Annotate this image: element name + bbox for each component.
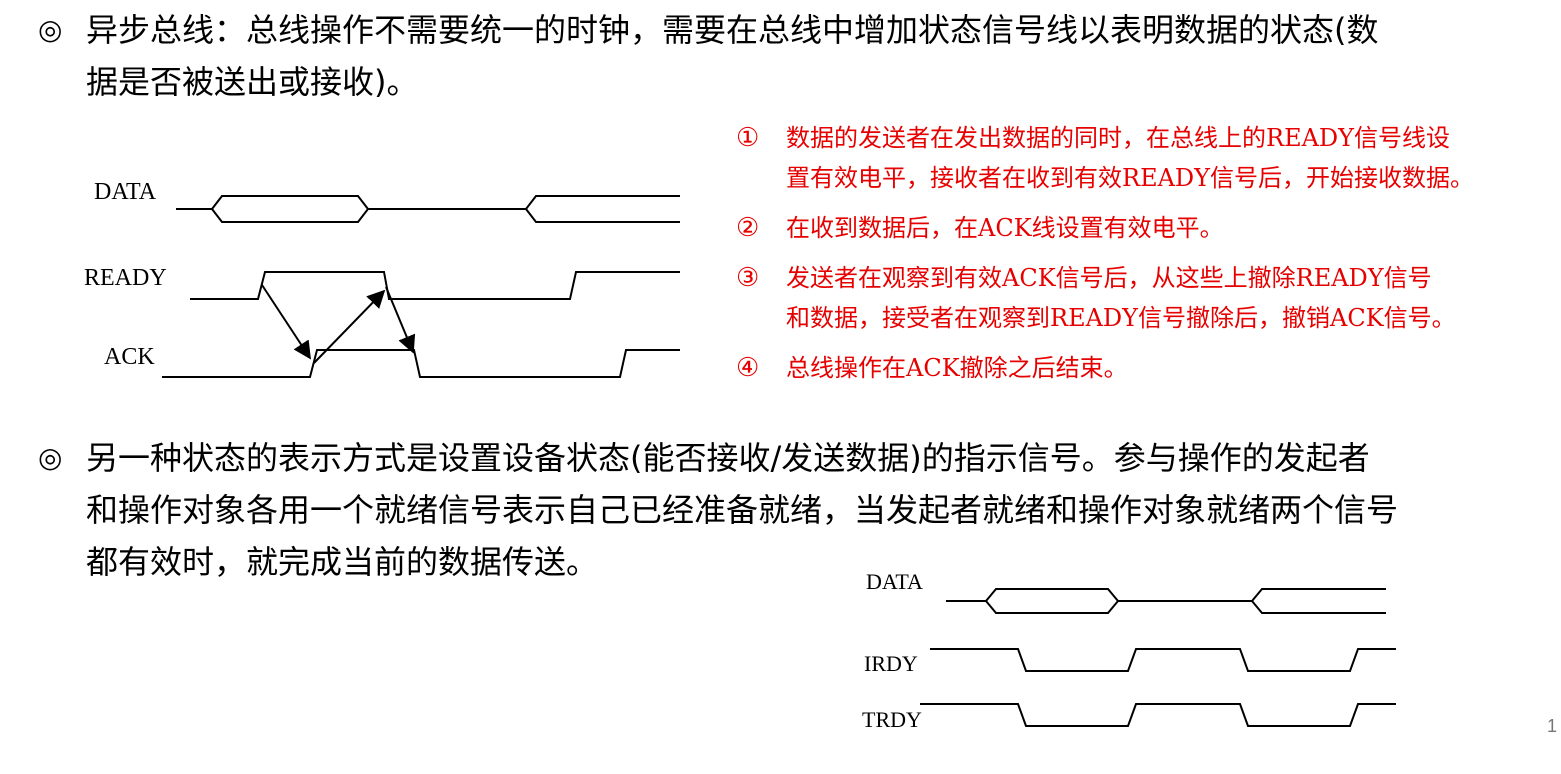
paragraph-line: 据是否被送出或接收)。 bbox=[86, 63, 419, 101]
step-number: ④ bbox=[736, 353, 760, 383]
data-waveform-lower bbox=[985, 600, 1386, 614]
signal-label-ack: ACK bbox=[104, 344, 155, 370]
step-number: ③ bbox=[736, 263, 760, 293]
signal-label-irdy: IRDY bbox=[864, 651, 918, 676]
handshake-timing-diagram: DATA READY ACK bbox=[84, 179, 680, 378]
signal-label-data: DATA bbox=[866, 569, 923, 594]
async-bus-text: 异步总线：总线操作不需要统一的时钟，需要在总线中增加状态信号线以表明数据的状态(… bbox=[86, 4, 1516, 108]
step-line: 发送者在观察到有效ACK信号后，从这些上撤除READY信号 bbox=[786, 264, 1432, 292]
step-line: 和数据，接受者在观察到READY信号撤除后，撤销ACK信号。 bbox=[786, 304, 1456, 332]
step-item: ① 数据的发送者在发出数据的同时，在总线上的READY信号线设 置有效电平，接收… bbox=[736, 118, 1561, 198]
ready-signal-paragraph: ◎ 另一种状态的表示方式是设置设备状态(能否接收/发送数据)的指示信号。参与操作… bbox=[38, 432, 1528, 602]
ready-timing-diagram: DATA IRDY TRDY bbox=[862, 569, 1396, 732]
bullet-icon: ◎ bbox=[38, 13, 63, 46]
data-waveform bbox=[946, 588, 1386, 602]
handshake-steps: ① 数据的发送者在发出数据的同时，在总线上的READY信号线设 置有效电平，接收… bbox=[736, 118, 1561, 398]
data-waveform-lower bbox=[211, 208, 680, 223]
trdy-waveform bbox=[920, 703, 1396, 727]
page-number: 1 bbox=[1546, 716, 1557, 736]
ready-to-ack-arrow bbox=[261, 284, 311, 360]
ready-waveform bbox=[190, 271, 680, 300]
paragraph-line: 另一种状态的表示方式是设置设备状态(能否接收/发送数据)的指示信号。参与操作的发… bbox=[86, 439, 1370, 477]
step-item: ② 在收到数据后，在ACK线设置有效电平。 bbox=[736, 208, 1561, 248]
step-line: 在收到数据后，在ACK线设置有效电平。 bbox=[786, 214, 1224, 242]
step-number: ② bbox=[736, 213, 760, 243]
ack-waveform bbox=[162, 349, 680, 378]
signal-label-trdy: TRDY bbox=[862, 707, 922, 732]
signal-label-ready: READY bbox=[84, 265, 167, 291]
data-waveform bbox=[176, 195, 680, 210]
step-line: 总线操作在ACK撤除之后结束。 bbox=[786, 354, 1128, 382]
step-item: ③ 发送者在观察到有效ACK信号后，从这些上撤除READY信号 和数据，接受者在… bbox=[736, 258, 1561, 338]
bullet-icon: ◎ bbox=[38, 441, 63, 474]
step-line: 置有效电平，接收者在收到有效READY信号后，开始接收数据。 bbox=[786, 164, 1475, 192]
paragraph-line: 和操作对象各用一个就绪信号表示自己已经准备就绪，当发起者就绪和操作对象就绪两个信… bbox=[86, 491, 1399, 529]
step-line: 数据的发送者在发出数据的同时，在总线上的READY信号线设 bbox=[786, 124, 1451, 152]
step-number: ① bbox=[736, 123, 760, 153]
signal-label-data: DATA bbox=[94, 179, 157, 205]
paragraph-line: 都有效时，就完成当前的数据传送。 bbox=[86, 543, 599, 581]
ack-to-ready-arrow bbox=[313, 289, 386, 364]
ready-release-arrow bbox=[385, 286, 416, 354]
paragraph-line: 异步总线：总线操作不需要统一的时钟，需要在总线中增加状态信号线以表明数据的状态(… bbox=[86, 11, 1379, 49]
async-bus-paragraph: ◎ 异步总线：总线操作不需要统一的时钟，需要在总线中增加状态信号线以表明数据的状… bbox=[38, 4, 1518, 114]
ready-signal-text: 另一种状态的表示方式是设置设备状态(能否接收/发送数据)的指示信号。参与操作的发… bbox=[86, 432, 1536, 588]
step-item: ④ 总线操作在ACK撤除之后结束。 bbox=[736, 348, 1561, 388]
irdy-waveform bbox=[930, 648, 1396, 672]
